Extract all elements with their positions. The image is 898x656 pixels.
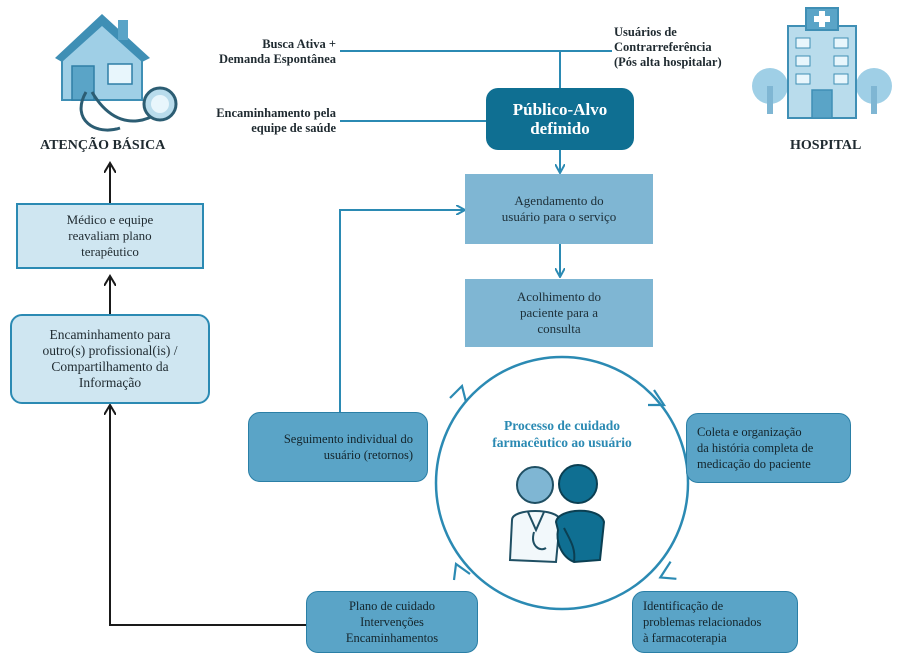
care-cycle-circle <box>434 355 690 611</box>
cycle-arrow-right <box>658 561 677 580</box>
seguimento-box: Seguimento individual do usuário (retorn… <box>248 412 428 482</box>
plano-cuidado-box: Plano de cuidado Intervenções Encaminham… <box>306 591 478 653</box>
cycle-arrow-top-right <box>648 389 667 407</box>
cycle-arrow-bottom-left <box>452 562 471 581</box>
agendamento-box: Agendamento do usuário para o serviço <box>465 174 653 244</box>
identificacao-box: Identificação de problemas relacionados … <box>632 591 798 653</box>
publico-alvo-box: Público-Alvo definido <box>486 88 634 150</box>
coleta-box: Coleta e organização da história complet… <box>686 413 851 483</box>
atencao-basica-label: ATENÇÃO BÁSICA <box>40 138 166 153</box>
busca-ativa-label: Busca Ativa + Demanda Espontânea <box>218 37 336 66</box>
hospital-building-icon <box>752 7 892 119</box>
plano-to-encaminhamento-arrow <box>110 406 306 626</box>
medico-equipe-box: Médico e equipe reavaliam plano terapêut… <box>16 203 204 269</box>
pharmacist-patient-icon <box>508 464 606 564</box>
cycle-arrow-top-left <box>449 383 468 403</box>
encaminhamento-outros-box: Encaminhamento para outro(s) profissiona… <box>10 314 210 404</box>
acolhimento-box: Acolhimento do paciente para a consulta <box>465 279 653 347</box>
encaminhamento-equipe-label: Encaminhamento pela equipe de saúde <box>216 106 336 135</box>
hospital-label: HOSPITAL <box>790 138 862 153</box>
cycle-title: Processo de cuidado farmacêutico ao usuá… <box>492 418 632 450</box>
house-stethoscope-icon <box>55 14 178 132</box>
seguimento-to-agendamento-arrow <box>339 210 464 412</box>
usuarios-contrarreferencia-label: Usuários de Contrarreferência (Pós alta … <box>614 25 722 69</box>
